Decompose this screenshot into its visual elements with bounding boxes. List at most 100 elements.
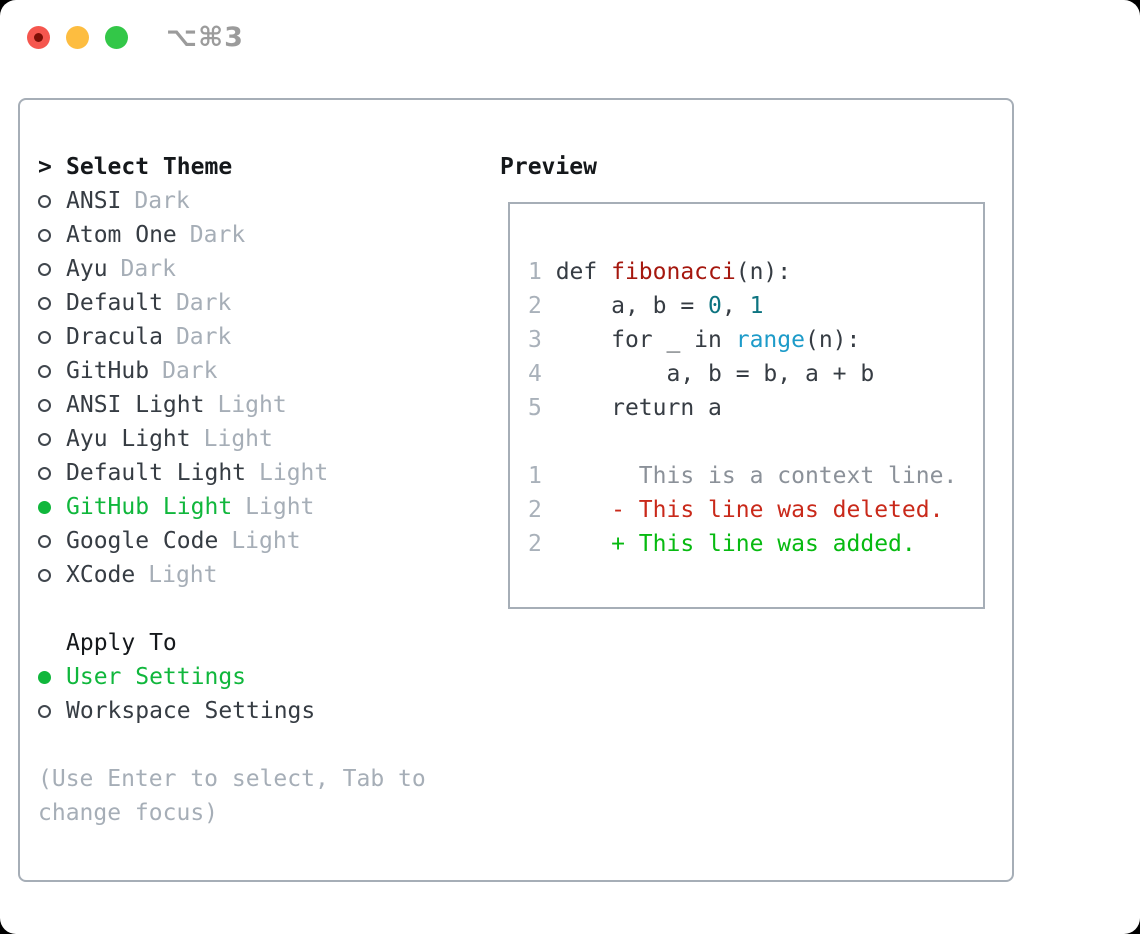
apply-option-name: User Settings (66, 664, 247, 690)
theme-name: Default Light (66, 460, 247, 486)
token-added: + This line was added. (555, 531, 916, 557)
apply-option-name: Workspace Settings (66, 698, 316, 724)
theme-name: XCode (66, 562, 136, 588)
theme-name: Default (66, 290, 163, 316)
radio-unselected-icon (38, 330, 51, 344)
token-code: for _ in (555, 327, 736, 353)
token-code: , (721, 293, 750, 319)
radio-unselected-icon (38, 432, 51, 446)
apply-to-title: Apply To (66, 630, 177, 656)
line-number (528, 429, 542, 455)
theme-name: GitHub Light (66, 494, 233, 520)
theme-name: Ayu (66, 256, 108, 282)
theme-item-ayu[interactable]: Ayu Dark (38, 252, 485, 286)
theme-item-ayu-light[interactable]: Ayu Light Light (38, 422, 485, 456)
code-line: 2 - This line was deleted. (528, 493, 983, 527)
theme-name: GitHub (66, 358, 150, 384)
token-deleted: - This line was deleted. (555, 497, 944, 523)
radio-unselected-icon (38, 534, 51, 548)
keyboard-hint-text: (Use Enter to select, Tab to change focu… (38, 766, 426, 826)
theme-item-github-light[interactable]: GitHub Light Light (38, 490, 485, 524)
theme-variant-tag: Light (245, 494, 315, 520)
line-number: 1 (528, 463, 556, 489)
token-code: return a (555, 395, 722, 421)
code-blank-line (528, 425, 983, 459)
radio-unselected-icon (38, 194, 51, 208)
token-code: (n): (804, 327, 861, 353)
prompt-caret-icon: > (38, 154, 52, 180)
code-line: 1 def fibonacci(n): (528, 255, 983, 289)
code-line: 2 + This line was added. (528, 527, 983, 561)
select-theme-header-row: > Select Theme (38, 150, 485, 184)
token-code: (n): (735, 259, 792, 285)
theme-item-default[interactable]: Default Dark (38, 286, 485, 320)
apply-to-header-row: Apply To (38, 626, 485, 660)
apply-option-workspace-settings[interactable]: Workspace Settings (38, 694, 485, 728)
zoom-button[interactable] (105, 26, 128, 49)
theme-variant-tag: Light (259, 460, 329, 486)
theme-variant-tag: Dark (175, 324, 232, 350)
theme-name: ANSI Light (66, 392, 205, 418)
theme-name: ANSI (66, 188, 122, 214)
radio-unselected-icon (38, 296, 51, 310)
theme-item-ansi[interactable]: ANSI Dark (38, 184, 485, 218)
radio-selected-icon (38, 670, 51, 684)
line-number: 5 (528, 395, 556, 421)
theme-variant-tag: Dark (189, 222, 246, 248)
theme-variant-tag: Dark (134, 188, 190, 214)
theme-variant-tag: Light (203, 426, 273, 452)
theme-item-default-light[interactable]: Default Light Light (38, 456, 485, 490)
theme-item-dracula[interactable]: Dracula Dark (38, 320, 485, 354)
token-code: def (555, 259, 612, 285)
theme-name: Google Code (66, 528, 219, 554)
preview-title: Preview (500, 154, 597, 180)
unsaved-dot-icon (34, 33, 43, 42)
theme-variant-tag: Light (217, 392, 287, 418)
theme-item-ansi-light[interactable]: ANSI Light Light (38, 388, 485, 422)
token-num: 0 (708, 293, 722, 319)
theme-variant-tag: Dark (120, 256, 176, 282)
code-line: 5 return a (528, 391, 983, 425)
theme-variant-tag: Light (231, 528, 301, 554)
theme-variant-tag: Dark (175, 290, 232, 316)
titlebar: ⌥⌘3 (0, 0, 1140, 98)
radio-unselected-icon (38, 568, 51, 582)
preview-column: Preview 1 def fibonacci(n):2 a, b = 0, 1… (485, 100, 1012, 880)
radio-unselected-icon (38, 704, 51, 718)
token-code: a, b = b, a + b (555, 361, 875, 387)
token-code: a, b = (555, 293, 709, 319)
radio-unselected-icon (38, 398, 51, 412)
radio-unselected-icon (38, 228, 51, 242)
code-line: 4 a, b = b, a + b (528, 357, 983, 391)
minimize-button[interactable] (66, 26, 89, 49)
theme-name: Ayu Light (66, 426, 191, 452)
token-func: fibonacci (611, 259, 736, 285)
line-number: 1 (528, 259, 556, 285)
theme-variant-tag: Light (148, 562, 218, 588)
apply-option-user-settings[interactable]: User Settings (38, 660, 485, 694)
radio-unselected-icon (38, 364, 51, 378)
line-number: 2 (528, 531, 556, 557)
line-number: 2 (528, 293, 556, 319)
traffic-lights (27, 26, 128, 49)
radio-unselected-icon (38, 466, 51, 480)
radio-selected-icon (38, 500, 51, 514)
line-number: 2 (528, 497, 556, 523)
theme-name: Dracula (66, 324, 163, 350)
token-builtin: range (735, 327, 805, 353)
token-context: This is a context line. (555, 463, 958, 489)
token-num: 1 (749, 293, 764, 319)
code-line: 2 a, b = 0, 1 (528, 289, 983, 323)
theme-item-xcode[interactable]: XCode Light (38, 558, 485, 592)
theme-item-google-code[interactable]: Google Code Light (38, 524, 485, 558)
code-line: 3 for _ in range(n): (528, 323, 983, 357)
close-button[interactable] (27, 26, 50, 49)
